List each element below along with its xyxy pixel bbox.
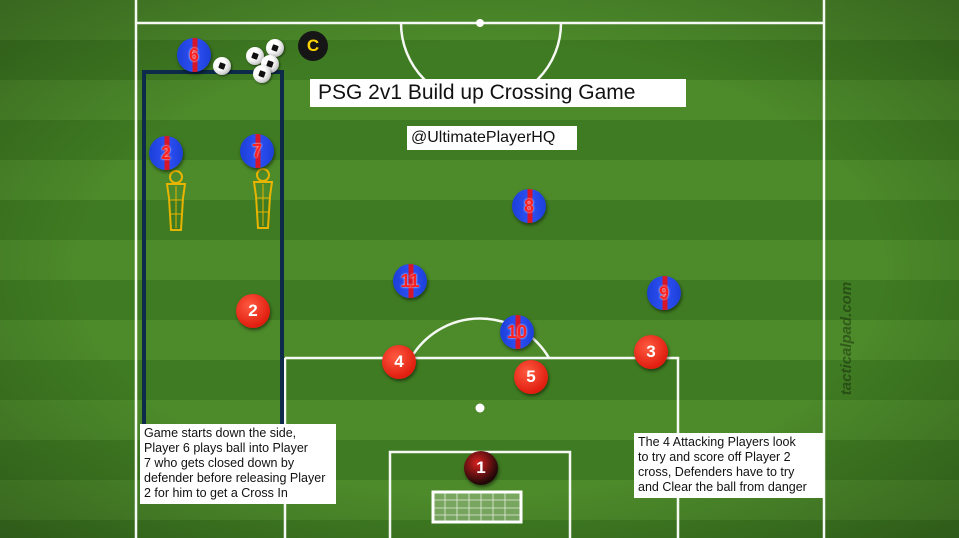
defender-marker[interactable]: 2 (236, 294, 270, 328)
defender-marker[interactable]: 3 (634, 335, 668, 369)
player-number: 1 (476, 458, 486, 477)
goalkeeper-marker[interactable]: 1 (464, 451, 498, 485)
player-number: 11 (400, 270, 420, 291)
player-number: 3 (646, 342, 656, 361)
author-handle: @UltimatePlayerHQ (407, 126, 577, 150)
player-number: 6 (188, 44, 199, 65)
player-number: 9 (658, 282, 669, 303)
note-line: defender before releasing Player (144, 471, 326, 485)
player-number: 7 (251, 140, 262, 161)
coach-marker: C (298, 31, 328, 61)
note-line: The 4 Attacking Players look (638, 435, 796, 449)
drill-title: PSG 2v1 Build up Crossing Game (310, 79, 686, 107)
goal-net (431, 490, 523, 524)
watermark-text: tacticalpad.com (838, 281, 856, 396)
attacker-marker[interactable]: 2 (149, 136, 183, 170)
attacker-marker[interactable]: 6 (177, 38, 211, 72)
player-number: 8 (523, 195, 534, 216)
instructions-left: Game starts down the side, Player 6 play… (140, 424, 336, 504)
player-number: 2 (248, 301, 258, 320)
note-line: 7 who gets closed down by (144, 456, 295, 470)
note-line: to try and score off Player 2 (638, 450, 791, 464)
note-line: 2 for him to get a Cross In (144, 486, 288, 500)
ball-icon (246, 47, 264, 65)
player-number: 2 (160, 142, 171, 163)
defender-marker[interactable]: 5 (514, 360, 548, 394)
attacker-marker[interactable]: 10 (500, 315, 534, 349)
player-number: 10 (506, 321, 528, 342)
note-line: cross, Defenders have to try (638, 465, 795, 479)
player-number: 5 (526, 367, 536, 386)
attacker-marker[interactable]: 8 (512, 189, 546, 223)
instructions-right: The 4 Attacking Players look to try and … (634, 433, 824, 498)
coach-label: C (306, 36, 320, 55)
ball-icon (266, 39, 284, 57)
attacker-marker[interactable]: 9 (647, 276, 681, 310)
mannequin-icon (252, 168, 274, 229)
note-line: Game starts down the side, (144, 426, 297, 440)
attacker-marker[interactable]: 7 (240, 134, 274, 168)
attacker-marker[interactable]: 11 (393, 264, 427, 298)
mannequin-icon (165, 170, 187, 231)
player-number: 4 (394, 352, 404, 371)
note-line: Player 6 plays ball into Player (144, 441, 308, 455)
ball-icon (213, 57, 231, 75)
ball-icon (253, 65, 271, 83)
defender-marker[interactable]: 4 (382, 345, 416, 379)
note-line: and Clear the ball from danger (638, 480, 807, 494)
